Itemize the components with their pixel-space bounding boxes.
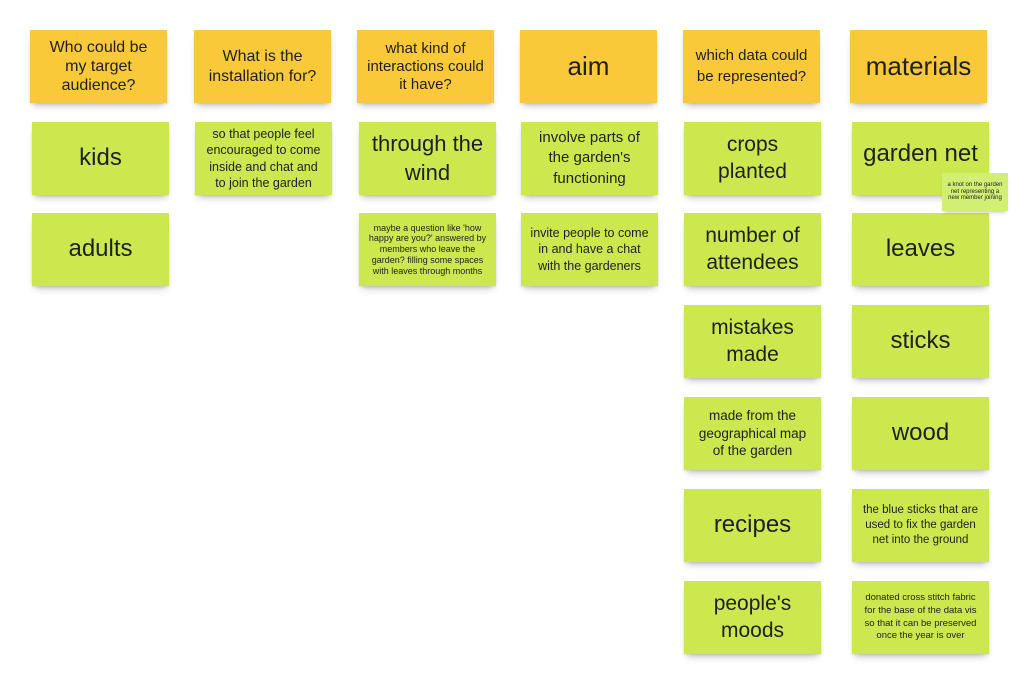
sticky-note[interactable]: invite people to come in and have a chat… <box>521 213 658 286</box>
sticky-note[interactable]: number of attendees <box>684 213 821 286</box>
sticky-note[interactable]: crops planted <box>684 122 821 195</box>
sticky-note[interactable]: adults <box>32 213 169 286</box>
sticky-note[interactable]: involve parts of the garden's functionin… <box>521 122 658 195</box>
sticky-note-small[interactable]: a knot on the garden net representing a … <box>942 173 1008 211</box>
sticky-note[interactable]: wood <box>852 397 989 470</box>
sticky-note[interactable]: so that people feel encouraged to come i… <box>195 122 332 195</box>
sticky-note[interactable]: made from the geographical map of the ga… <box>684 397 821 470</box>
sticky-note-header[interactable]: what kind of interactions could it have? <box>357 30 494 103</box>
sticky-note-header[interactable]: Who could be my target audience? <box>30 30 167 103</box>
sticky-note[interactable]: sticks <box>852 305 989 378</box>
sticky-note[interactable]: kids <box>32 122 169 195</box>
sticky-note[interactable]: people's moods <box>684 581 821 654</box>
sticky-note[interactable]: the blue sticks that are used to fix the… <box>852 489 989 562</box>
sticky-note-header[interactable]: What is the installation for? <box>194 30 331 103</box>
sticky-note[interactable]: garden net <box>852 122 989 195</box>
sticky-note-header[interactable]: materials <box>850 30 987 103</box>
sticky-note[interactable]: recipes <box>684 489 821 562</box>
sticky-note[interactable]: donated cross stitch fabric for the base… <box>852 581 989 654</box>
sticky-note[interactable]: mistakes made <box>684 305 821 378</box>
sticky-note-header[interactable]: aim <box>520 30 657 103</box>
sticky-note[interactable]: through the wind <box>359 122 496 195</box>
sticky-note-header[interactable]: which data could be represented? <box>683 30 820 103</box>
sticky-note[interactable]: maybe a question like 'how happy are you… <box>359 213 496 286</box>
sticky-note[interactable]: leaves <box>852 213 989 286</box>
